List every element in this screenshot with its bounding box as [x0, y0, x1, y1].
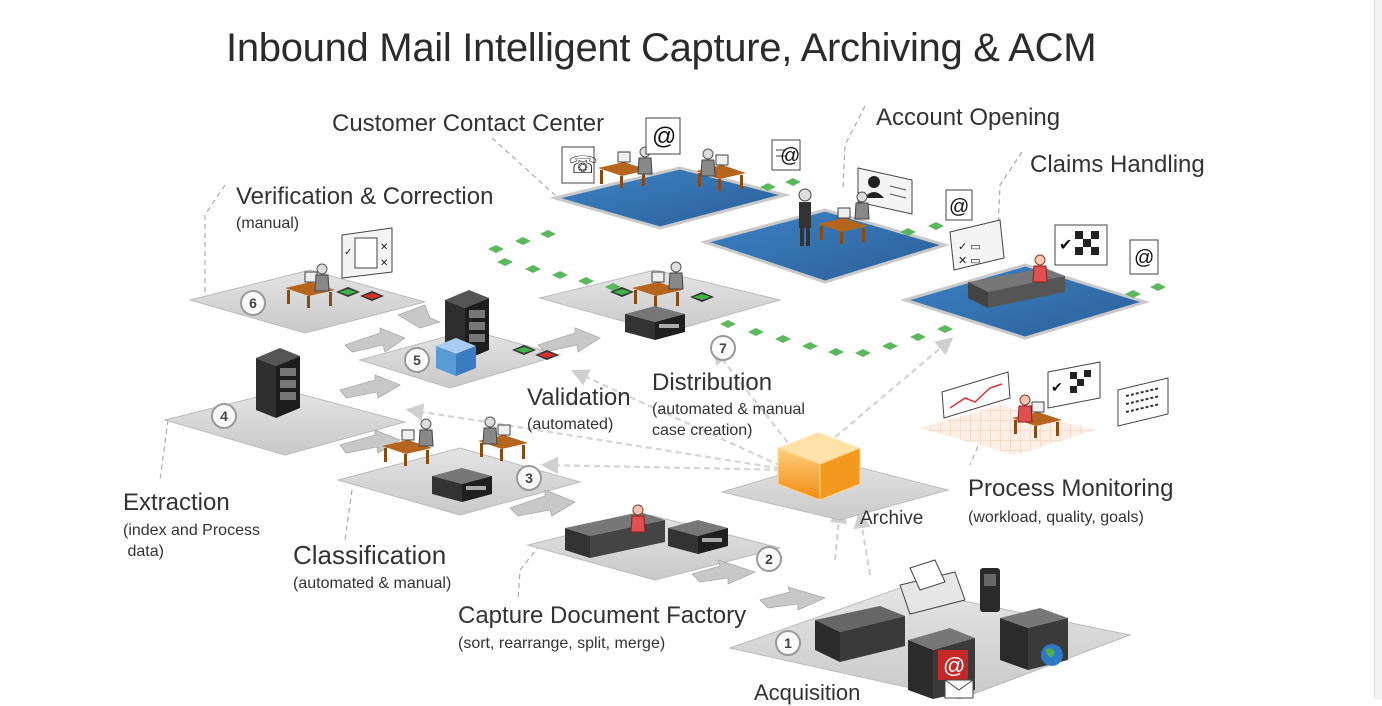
label-account-opening: Account Opening — [876, 104, 1061, 131]
email-box-icon — [908, 628, 975, 699]
checkerboard-icon: ✔ — [1054, 224, 1108, 266]
validation-cube — [436, 338, 476, 376]
email-icon-claims — [1129, 239, 1159, 275]
label-extraction: Extraction — [123, 489, 230, 516]
label-validation: Validation — [527, 384, 631, 411]
label-classification-sub: (automated & manual) — [293, 575, 452, 592]
scrollbar-track[interactable] — [1374, 0, 1382, 699]
svg-text:✕ ▭: ✕ ▭ — [958, 255, 981, 267]
label-distribution-sub: (automated & manual case creation) — [652, 401, 805, 439]
label-extraction-sub: (index and Process data) — [123, 522, 260, 560]
label-process-monitoring: Process Monitoring — [968, 475, 1174, 502]
classification-operator-2 — [482, 416, 498, 445]
svg-text:✕: ✕ — [380, 258, 388, 269]
label-customer-contact-center: Customer Contact Center — [332, 110, 605, 137]
label-verification-sub: (manual) — [236, 215, 300, 232]
label-distribution: Distribution — [652, 369, 773, 396]
email-glyph-doc: @ — [780, 145, 800, 167]
svg-text:✔: ✔ — [1059, 237, 1072, 254]
email-doc-icon — [771, 139, 801, 171]
label-verification: Verification & Correction — [236, 183, 494, 210]
svg-text:✓ ▭: ✓ ▭ — [958, 241, 981, 253]
email-glyph-claims: @ — [1134, 247, 1154, 269]
account-opening-floor — [699, 208, 951, 284]
scanner-icon — [815, 606, 905, 662]
svg-text:✔: ✔ — [1051, 379, 1063, 395]
distribution-operator — [668, 261, 684, 290]
phone-icon — [561, 146, 595, 184]
customer-contact-floor — [549, 166, 791, 230]
printer-icon — [899, 559, 966, 615]
label-capture: Capture Document Factory — [458, 602, 747, 629]
chart-icon — [941, 371, 1011, 419]
email-icon-account — [945, 189, 973, 221]
label-process-monitoring-sub: (workload, quality, goals) — [968, 509, 1144, 526]
step-badge-5: 5 — [404, 347, 430, 373]
step-badge-6: 6 — [240, 290, 266, 316]
step-badge-4: 4 — [211, 403, 237, 429]
diagram-title: Inbound Mail Intelligent Capture, Archiv… — [226, 26, 1097, 70]
extraction-server — [256, 348, 300, 418]
svg-text:✓: ✓ — [344, 247, 352, 258]
archive-cube — [776, 431, 862, 501]
email-icon-contact — [645, 117, 681, 155]
list-icon — [1117, 377, 1169, 427]
label-validation-sub: (automated) — [527, 416, 614, 433]
email-glyph-contact: @ — [652, 123, 676, 150]
label-archive: Archive — [860, 508, 924, 529]
account-clerk — [854, 191, 870, 220]
server-globe-icon — [1000, 608, 1068, 670]
leader-lines — [159, 105, 1023, 601]
step-badge-3: 3 — [516, 465, 542, 491]
svg-text:✕: ✕ — [380, 242, 388, 253]
label-acquisition: Acquisition — [754, 680, 861, 705]
step-badge-2: 2 — [756, 546, 782, 572]
email-glyph-account: @ — [949, 196, 969, 218]
checkerboard-icon-monitor: ✔ — [1047, 361, 1101, 409]
email-glyph-acquisition: @ — [943, 653, 965, 678]
classification-operator-1 — [418, 418, 434, 447]
phone-glyph: ☏ — [568, 151, 598, 179]
contact-agent-2 — [700, 148, 716, 177]
platform-7 — [538, 269, 782, 334]
claims-agent — [1032, 254, 1048, 283]
label-capture-sub: (sort, rearrange, split, merge) — [458, 635, 666, 652]
envelope-icon — [944, 679, 974, 699]
capture-operator — [630, 504, 646, 533]
claims-handling-floor — [899, 263, 1151, 340]
label-classification: Classification — [293, 540, 447, 570]
flow-arrows — [339, 304, 827, 611]
step-badge-1: 1 — [775, 630, 801, 656]
id-card-icon — [857, 167, 913, 215]
monitoring-operator — [1017, 394, 1033, 423]
mobile-phone-icon — [980, 568, 1000, 612]
label-claims-handling: Claims Handling — [1030, 151, 1205, 178]
archive-connections — [405, 337, 954, 576]
customer-standing — [798, 188, 812, 246]
step-badge-7: 7 — [710, 335, 736, 361]
verification-operator — [314, 263, 330, 292]
monitoring-grid-floor — [920, 405, 1095, 455]
checklist-icon: ✓ ▭ ✕ ▭ — [949, 219, 1005, 271]
form-icon: ✓ ✕ ✕ — [341, 227, 393, 279]
